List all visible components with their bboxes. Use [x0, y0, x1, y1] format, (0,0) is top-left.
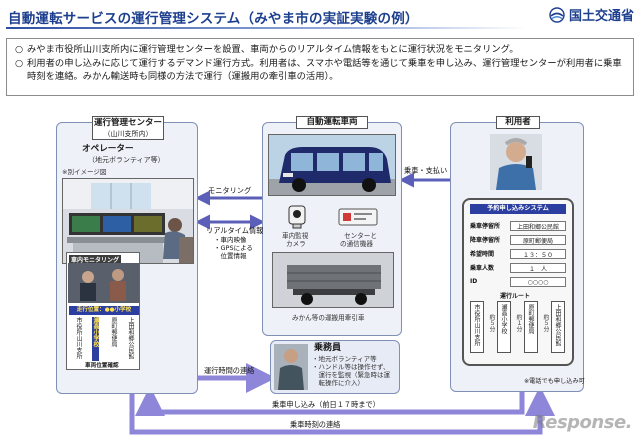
- reservation-row-passengers: 乗車人数: [470, 262, 494, 273]
- realtime-label-2: ・車内映像: [214, 236, 247, 244]
- row-label: 希望時間: [470, 251, 495, 258]
- reservation-row-boarding: 乗車停留所: [470, 220, 500, 231]
- phone-note: ※電話でも申し込み可: [524, 378, 585, 385]
- cabin-camera-icon: [288, 205, 306, 229]
- page-header: 自動運転サービスの運行管理システム（みやま市の実証実験の例） 国土交通省: [0, 0, 640, 34]
- crew-line-2: ・ハンドル等は操作せず、: [312, 363, 390, 371]
- row-label: 乗車人数: [470, 265, 495, 272]
- cabin-camera-label-2: カメラ: [286, 240, 306, 248]
- summary-notes: ○ みやま市役所山川支所内に運行管理センターを設置、車両からのリアルタイム情報を…: [6, 38, 634, 96]
- screen-stop-4: 上田和郷公民館: [127, 317, 134, 359]
- ministry-logo-icon: [549, 6, 565, 23]
- reservation-row-alighting: 降車停留所: [470, 234, 500, 245]
- screen-stop-2: 瀬高小学校: [92, 317, 99, 361]
- route-stop-1: 市役所山川支所: [473, 304, 480, 346]
- route-stop-box-4: [551, 301, 565, 353]
- screen-stop-1: 市役所山川支所: [75, 317, 82, 359]
- trailer-illustration: [273, 253, 393, 307]
- route-stop-box-2: [497, 301, 511, 353]
- ride-time-label: 乗車時刻の連絡: [290, 420, 341, 429]
- route-stop-4: 上田和郷公民館: [554, 304, 561, 346]
- trailer-caption: みかん等の運搬用牽引車: [292, 314, 365, 322]
- ride-request-label: 乗車申し込み（前日１７時まで）: [272, 400, 380, 409]
- alighting-stop-field[interactable]: 原町郵便局: [510, 235, 566, 245]
- screen-header: 走行位置：●●小学校: [69, 306, 139, 315]
- note-text: 利用者の申し込みに応じて運行するデマンド運行方式。利用者は、スマホや電話等を通じ…: [27, 57, 622, 83]
- vehicle-tag: 自動運転車両: [296, 116, 368, 129]
- crew-line-1: ・地元ボランティア等: [312, 355, 377, 363]
- row-label: 乗車停留所: [470, 223, 501, 230]
- schedule-contact-label: 運行時間の連絡: [204, 366, 255, 375]
- route-minutes-3: 約５分: [542, 314, 549, 332]
- crew-line-3: 運行を監視（緊急時は運: [312, 371, 391, 379]
- autonomous-cart-illustration: [269, 135, 395, 195]
- watermark-logo: Response.: [532, 412, 633, 433]
- route-stop-2: 瀬高小学校: [500, 304, 507, 334]
- cabin-camera-view: [68, 263, 139, 303]
- page-title: 自動運転サービスの運行管理システム（みやま市の実証実験の例）: [8, 11, 419, 27]
- ride-time-arrow: [129, 386, 555, 435]
- reservation-row-time: 希望時間: [470, 248, 494, 259]
- trailer-photo: [272, 252, 394, 308]
- route-minutes-2: 約１分: [515, 314, 522, 332]
- route-stop-box-1: [470, 301, 484, 353]
- operator-room-photo: [62, 178, 194, 264]
- comm-device-icon: [338, 208, 378, 226]
- note-bullet: ○: [15, 57, 24, 69]
- passenger-count-field[interactable]: １ 人: [510, 263, 566, 273]
- note-item: ○ みやま市役所山川支所内に運行管理センターを設置、車両からのリアルタイム情報を…: [15, 43, 625, 57]
- crew-photo: [274, 344, 308, 390]
- ride-pay-label: 乗車・支払い: [404, 166, 448, 175]
- row-label: 降車停留所: [470, 237, 501, 244]
- crew-line-4: 転操作に介入）: [312, 379, 365, 387]
- user-tag: 利用者: [496, 116, 540, 129]
- operator-sublabel: （地元ボランティア等）: [88, 156, 165, 164]
- boarding-stop-field[interactable]: 上田和郷公民館: [510, 221, 566, 231]
- row-label: ID: [470, 278, 478, 285]
- comm-device-label-2: の通信機器: [340, 240, 373, 248]
- operator-label: オペレーター: [82, 144, 134, 154]
- ride-request-arrow: [135, 386, 525, 416]
- realtime-label-3: ・GPSによる: [214, 244, 253, 252]
- ministry-logo: 国土交通省: [549, 5, 634, 24]
- operator-room-illustration: [63, 179, 193, 263]
- monitor-title: 車内モニタリング: [69, 255, 122, 264]
- image-note: ※別イメージ図: [62, 168, 107, 176]
- operations-center-name: 運行管理センター: [93, 118, 162, 128]
- note-bullet: ○: [15, 44, 24, 55]
- reservation-title: 予約申し込みシステム: [470, 204, 566, 214]
- reservation-row-id: ID: [470, 276, 477, 287]
- vehicle-photo: [268, 134, 396, 196]
- comm-device-label-1: センターと: [344, 232, 377, 240]
- monitoring-screen-photo: 車内モニタリング 走行位置：●●小学校 市役所山川支所 瀬高小学校 原町郵便局 …: [66, 252, 140, 370]
- operations-center-location: （山川支所内）: [103, 130, 153, 138]
- route-stop-box-3: [524, 301, 538, 353]
- screen-stop-3: 原町郵便局: [110, 317, 117, 347]
- desired-time-field[interactable]: １３：５０: [510, 249, 566, 259]
- crew-title: 乗務員: [314, 343, 342, 353]
- title-underline: [6, 27, 526, 29]
- ministry-name: 国土交通省: [568, 9, 634, 24]
- realtime-label-4: 位置情報: [214, 252, 247, 260]
- cabin-camera-label-1: 車内監視: [282, 232, 309, 240]
- screen-footer: 車両位置確認: [85, 363, 119, 369]
- route-stop-3: 原町郵便局: [527, 304, 534, 334]
- realtime-label-1: リアルタイム情報: [206, 226, 264, 235]
- monitoring-label: モニタリング: [208, 186, 252, 195]
- route-minutes-1: 約５分: [488, 314, 495, 332]
- route-title: 運行ルート: [500, 293, 531, 300]
- operations-center-tag: 運行管理センター （山川支所内）: [92, 116, 164, 140]
- id-field[interactable]: ○○○○: [510, 277, 566, 287]
- note-item: ○ 利用者の申し込みに応じて運行するデマンド運行方式。利用者は、スマホや電話等を…: [15, 57, 625, 84]
- user-photo: [490, 134, 542, 190]
- note-text: みやま市役所山川支所内に運行管理センターを設置、車両からのリアルタイム情報をもと…: [27, 44, 519, 55]
